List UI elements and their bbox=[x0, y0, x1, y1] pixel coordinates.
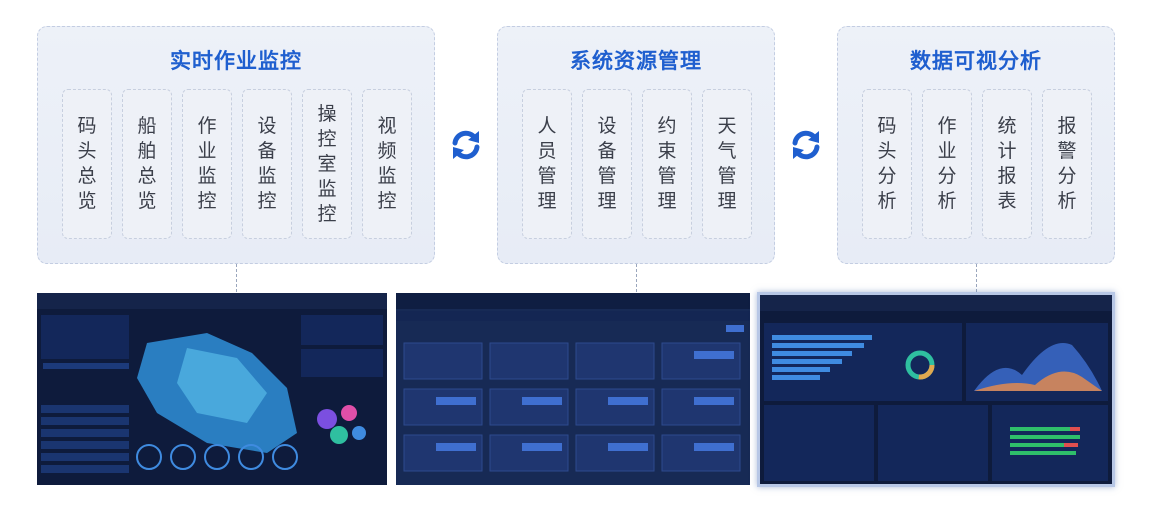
module-item[interactable]: 作业监控 bbox=[182, 89, 232, 239]
group-title: 系统资源管理 bbox=[570, 50, 702, 73]
module-label: 人员管理 bbox=[537, 116, 557, 212]
group-resource-management: 系统资源管理 人员管理 设备管理 约束管理 天气管理 bbox=[497, 26, 775, 264]
connector-line bbox=[636, 264, 637, 292]
dashboard-thumbnail-resources bbox=[396, 293, 750, 485]
module-label: 报警分析 bbox=[1057, 116, 1077, 212]
thumbnail-header bbox=[396, 293, 750, 309]
module-item[interactable]: 人员管理 bbox=[522, 89, 572, 239]
module-label: 操控室监控 bbox=[317, 103, 337, 225]
module-label: 设备管理 bbox=[597, 116, 617, 212]
group-title: 数据可视分析 bbox=[910, 50, 1042, 73]
module-label: 设备监控 bbox=[257, 116, 277, 212]
module-list: 码头分析 作业分析 统计报表 报警分析 bbox=[862, 89, 1092, 239]
module-label: 作业监控 bbox=[197, 116, 217, 212]
group-title: 实时作业监控 bbox=[170, 50, 302, 73]
module-item[interactable]: 码头分析 bbox=[862, 89, 912, 239]
sync-icon bbox=[792, 130, 820, 160]
module-item[interactable]: 作业分析 bbox=[922, 89, 972, 239]
thumbnail-header bbox=[760, 295, 1112, 311]
module-label: 视频监控 bbox=[377, 116, 397, 212]
module-label: 天气管理 bbox=[717, 116, 737, 212]
resource-grid-graphic bbox=[396, 311, 750, 472]
module-label: 作业分析 bbox=[937, 116, 957, 212]
module-item[interactable]: 报警分析 bbox=[1042, 89, 1092, 239]
module-item[interactable]: 约束管理 bbox=[642, 89, 692, 239]
thumbnail-header bbox=[37, 293, 387, 309]
dashboard-thumbnail-monitoring bbox=[37, 293, 387, 485]
dashboard-thumbnail-analysis bbox=[757, 292, 1115, 487]
connector-line bbox=[236, 264, 237, 292]
monitoring-map-graphic bbox=[41, 315, 383, 473]
module-item[interactable]: 船舶总览 bbox=[122, 89, 172, 239]
module-item[interactable]: 码头总览 bbox=[62, 89, 112, 239]
sync-icon bbox=[452, 130, 480, 160]
module-item[interactable]: 操控室监控 bbox=[302, 89, 352, 239]
module-item[interactable]: 统计报表 bbox=[982, 89, 1032, 239]
connector-line bbox=[976, 264, 977, 292]
module-item[interactable]: 天气管理 bbox=[702, 89, 752, 239]
analysis-charts-graphic bbox=[764, 323, 1108, 481]
module-label: 码头分析 bbox=[877, 116, 897, 212]
group-data-analysis: 数据可视分析 码头分析 作业分析 统计报表 报警分析 bbox=[837, 26, 1115, 264]
module-label: 码头总览 bbox=[77, 116, 97, 212]
module-label: 约束管理 bbox=[657, 116, 677, 212]
module-item[interactable]: 视频监控 bbox=[362, 89, 412, 239]
group-realtime-monitoring: 实时作业监控 码头总览 船舶总览 作业监控 设备监控 操控室监控 视频监控 bbox=[37, 26, 435, 264]
module-list: 码头总览 船舶总览 作业监控 设备监控 操控室监控 视频监控 bbox=[62, 89, 412, 239]
module-label: 船舶总览 bbox=[137, 116, 157, 212]
module-list: 人员管理 设备管理 约束管理 天气管理 bbox=[522, 89, 752, 239]
module-item[interactable]: 设备管理 bbox=[582, 89, 632, 239]
module-item[interactable]: 设备监控 bbox=[242, 89, 292, 239]
module-label: 统计报表 bbox=[997, 116, 1017, 212]
